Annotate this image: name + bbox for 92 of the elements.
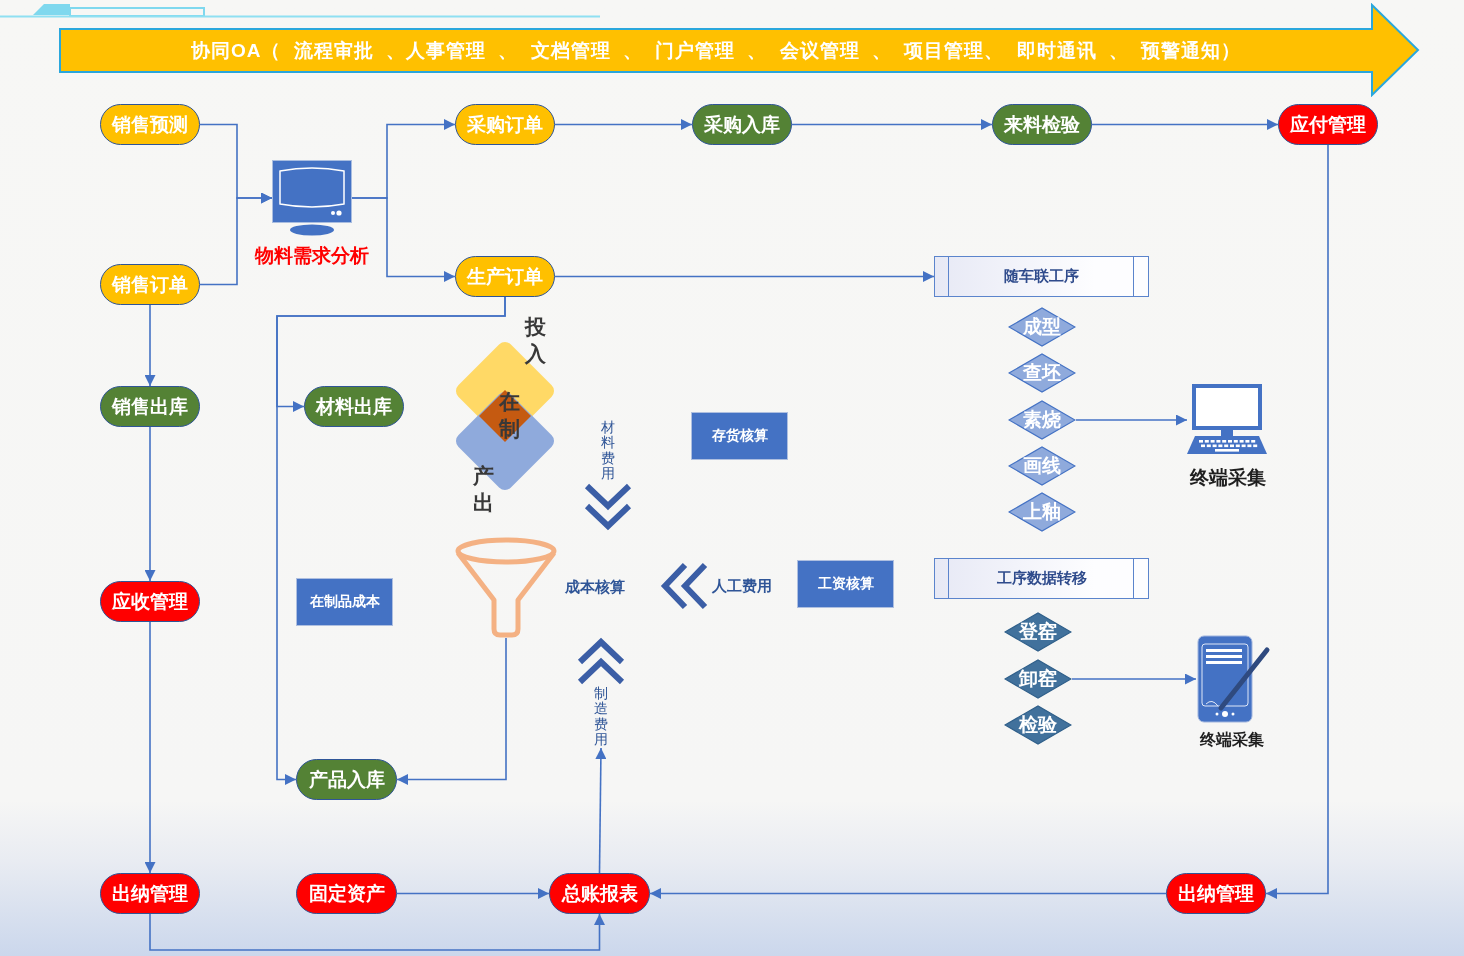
node-label: 销售订单 <box>112 273 188 296</box>
process-pill <box>1278 104 1378 145</box>
tablet-icon <box>1196 634 1270 724</box>
process-pill <box>296 873 397 914</box>
process-pill <box>296 759 397 800</box>
process-block <box>934 256 1149 297</box>
process-pill <box>992 104 1092 145</box>
vertical-label: 材料费用 <box>601 420 615 482</box>
connector-arrow <box>396 888 550 899</box>
connector-arrow <box>149 913 605 951</box>
node-label: 采购入库 <box>704 113 780 136</box>
step-diamond <box>1004 705 1072 745</box>
node-label: 产品入库 <box>308 768 385 791</box>
step-diamond <box>1008 353 1076 393</box>
step-diamond <box>1008 446 1076 486</box>
connector-arrow <box>199 192 273 286</box>
banner-text: 协同OA（ 流程审批 、人事管理 、 文档管理 、 门户管理 、 会议管理 、 项目管理、 即时通讯 、 预警通知） <box>189 38 1243 63</box>
node-label: 固定资产 <box>308 882 385 905</box>
vertical-label: 在制 <box>499 389 520 443</box>
connector-arrow <box>144 621 156 874</box>
icon-caption: 物料需求分析 <box>255 245 369 268</box>
node-label: 总账报表 <box>561 882 638 905</box>
vertical-label: 制造费用 <box>594 686 608 748</box>
node-label: 存货核算 <box>711 427 768 445</box>
node-label: 来料检验 <box>1004 113 1080 136</box>
connector-arrow <box>554 271 935 282</box>
node-label: 出纳管理 <box>112 882 188 905</box>
node-label: 出纳管理 <box>1178 882 1254 905</box>
process-pill <box>1166 873 1266 914</box>
connector-arrow <box>1075 414 1188 426</box>
step-diamond <box>1008 400 1076 440</box>
monitor-icon <box>272 160 352 236</box>
module-block <box>691 412 788 460</box>
node-label: 画线 <box>1023 455 1061 477</box>
process-pill <box>100 581 200 622</box>
process-pill <box>692 104 792 145</box>
module-block <box>296 578 393 626</box>
node-label: 采购订单 <box>467 113 543 136</box>
vertical-label: 产出 <box>473 463 494 517</box>
node-label: 上釉 <box>1023 501 1061 523</box>
vertical-label: 投入 <box>525 314 546 368</box>
icon-caption: 终端采集 <box>1200 730 1264 750</box>
connector-arrow <box>595 747 607 874</box>
connector-arrow <box>144 304 156 387</box>
chevron-arrow <box>584 483 632 531</box>
step-diamond <box>1004 612 1072 652</box>
connector-arrow <box>1265 144 1329 899</box>
process-pill <box>100 264 200 305</box>
icon-caption: 终端采集 <box>1190 467 1266 490</box>
node-label: 销售预测 <box>112 113 188 136</box>
process-pill <box>100 104 200 145</box>
process-pill <box>304 386 404 427</box>
step-diamond <box>1008 492 1076 532</box>
node-label: 检验 <box>1019 714 1057 736</box>
process-pill <box>455 104 555 145</box>
node-label: 查坯 <box>1023 362 1061 384</box>
process-pill <box>455 256 555 297</box>
connector-arrow <box>1091 119 1279 130</box>
node-label: 工资核算 <box>817 575 874 593</box>
chevron-arrow <box>577 637 625 685</box>
connector-arrow <box>351 197 456 282</box>
module-block <box>797 560 894 608</box>
node-label: 应付管理 <box>1290 113 1366 136</box>
node-label: 卸窑 <box>1019 668 1057 690</box>
process-pill <box>549 873 650 914</box>
node-label: 随车联工序 <box>1004 267 1079 286</box>
node-label: 在制品成本 <box>309 593 380 611</box>
node-label: 工序数据转移 <box>996 569 1087 588</box>
node-label: 素烧 <box>1023 409 1061 431</box>
connector-arrow <box>554 119 693 130</box>
connector-arrow <box>144 426 156 582</box>
connector-arrow <box>276 296 506 785</box>
flow-label: 人工费用 <box>709 576 775 596</box>
funnel-icon <box>454 536 558 638</box>
node-label: 应收管理 <box>112 590 188 613</box>
flow-label: 成本核算 <box>562 577 628 597</box>
process-pill <box>100 873 200 914</box>
connector-arrow <box>396 637 507 785</box>
oa-banner-arrow <box>58 3 1422 97</box>
node-label: 材料出库 <box>316 395 392 418</box>
connector-arrow <box>649 888 1167 899</box>
node-label: 登窑 <box>1019 621 1057 643</box>
connector-arrow <box>791 119 993 130</box>
node-label: 生产订单 <box>467 265 543 288</box>
step-diamond <box>1004 659 1072 699</box>
process-block <box>934 558 1149 599</box>
node-label: 成型 <box>1023 316 1061 338</box>
computer-icon <box>1187 384 1267 456</box>
process-pill <box>100 386 200 427</box>
node-label: 销售出库 <box>112 395 188 418</box>
connector-arrow <box>1071 673 1197 685</box>
step-diamond <box>1008 307 1076 347</box>
